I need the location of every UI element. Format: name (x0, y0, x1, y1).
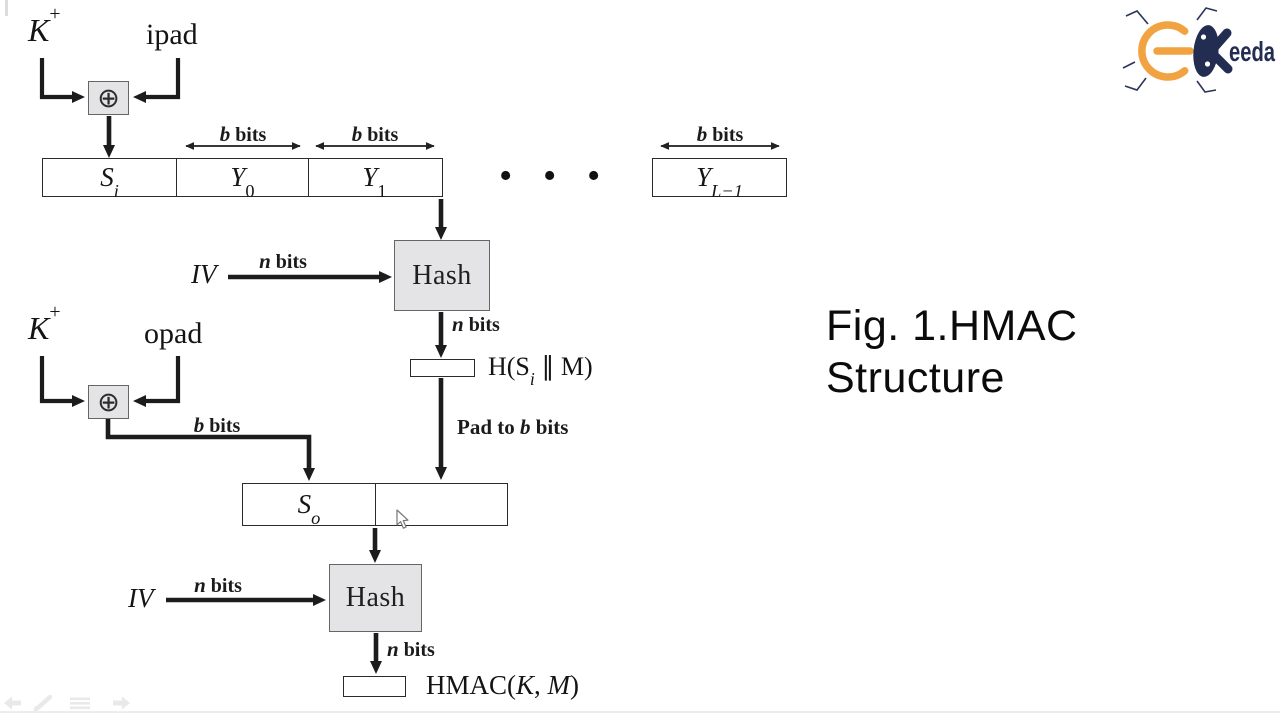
n-bits-label-iv1: n bits (259, 249, 307, 273)
hash2-label: Hash (345, 582, 406, 613)
b-bits-label-outer: b bits (193, 413, 241, 437)
logo-antennae (1122, 7, 1218, 93)
yl-base: Y (696, 162, 712, 192)
hash1-box: Hash (394, 240, 490, 311)
block-y1: Y1 (309, 159, 440, 200)
h-output-box (410, 359, 475, 377)
kplus-outer-label: K+ (28, 303, 61, 347)
n-bits-label-hash1-out: n bits (452, 312, 500, 336)
arrow-xor-outer-to-so (105, 418, 315, 481)
hash1-label: Hash (412, 259, 472, 291)
h-output-label: H(Si ∥ M) (488, 352, 593, 390)
b-bits-label-y1: b bits (351, 122, 399, 146)
ipad-label: ipad (146, 18, 198, 51)
hmac-label: HMAC(K, M) (426, 670, 580, 700)
logo-text: eeda (1229, 36, 1275, 67)
mouse-cursor (396, 509, 409, 529)
block-yl1: YL−1 (652, 158, 787, 200)
ekeeda-logo: eeda (1122, 7, 1275, 93)
notes-icon[interactable] (70, 697, 90, 710)
arrow-ipad-to-xor (133, 58, 181, 103)
block-so: So (243, 484, 376, 528)
block-si: Si (43, 159, 177, 200)
b-bits-label-yl: b bits (696, 122, 744, 146)
xor-icon: ⊕ (97, 386, 120, 418)
caption-line2: Structure (826, 354, 1005, 402)
xor-box-inner: ⊕ (88, 81, 129, 115)
b-bits-label-y0: b bits (219, 122, 267, 146)
arrow-kplus-inner-to-xor (39, 58, 85, 103)
y1-base: Y (362, 162, 378, 192)
hash2-box: Hash (329, 564, 422, 632)
annotation-toolbar (4, 694, 130, 712)
yl-sub: L−1 (711, 180, 743, 201)
y0-base: Y (230, 162, 246, 192)
caption-line1: Fig. 1.HMAC (826, 302, 1078, 350)
ellipsis-dot: • (543, 155, 557, 197)
message-block-row: Si Y0 Y1 (42, 158, 443, 200)
si-sub: i (113, 180, 119, 201)
y1-sub: 1 (377, 180, 387, 201)
k-superscript: + (49, 3, 61, 26)
y0-sub: 0 (245, 180, 255, 201)
kplus-inner-label: K+ (28, 5, 61, 49)
n-bits-label-hash2-out: n bits (387, 637, 435, 661)
pad-to-b-bits-label: Pad to b bits (457, 415, 569, 439)
n-bits-label-iv2: n bits (194, 573, 242, 597)
k-letter: K (28, 310, 50, 346)
arrow-kplus-outer-to-xor (39, 356, 85, 407)
block-y0: Y0 (177, 159, 309, 200)
iv1-label: IV (191, 259, 217, 289)
k-letter: K (28, 12, 50, 48)
so-base: S (297, 489, 312, 519)
bottom-divider (0, 711, 1280, 713)
hmac-output-box (343, 676, 406, 697)
k-superscript: + (49, 301, 61, 324)
figure-caption: Fig. 1.HMAC Structure (826, 300, 1078, 404)
si-base: S (100, 162, 114, 192)
xor-icon: ⊕ (97, 82, 120, 114)
next-arrow-icon[interactable] (113, 696, 130, 710)
arrow-opad-to-xor (133, 356, 181, 407)
pencil-icon[interactable] (33, 694, 53, 712)
so-sub: o (311, 507, 321, 528)
logo-bug-k (1193, 25, 1233, 77)
edge-artifact (5, 0, 8, 16)
logo-e-mark (1138, 21, 1194, 81)
so-block-row: So (242, 483, 508, 528)
previous-arrow-icon[interactable] (4, 696, 21, 710)
ellipsis-dot: • (499, 155, 513, 197)
iv2-label: IV (128, 583, 154, 613)
opad-label: opad (144, 317, 203, 350)
xor-box-outer: ⊕ (88, 385, 129, 419)
ellipsis-dot: • (587, 155, 601, 197)
